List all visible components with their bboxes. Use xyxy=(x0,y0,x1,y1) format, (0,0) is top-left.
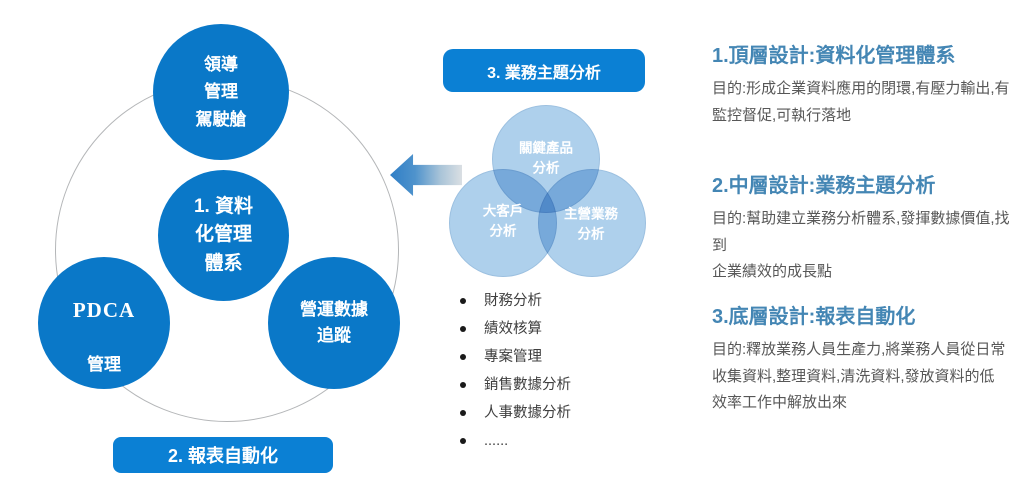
section-title: 2.中層設計:業務主題分析 xyxy=(712,175,936,197)
business-theme-analysis-header: 3. 業務主題分析 xyxy=(443,49,645,92)
list-item: 銷售數據分析 xyxy=(458,377,571,393)
node-data-management-system-label: 1. 資料 化管理 體系 xyxy=(193,195,254,274)
section-top-layer-design: 1.頂層設計:資料化管理體系 目的:形成企業資料應用的閉環,有壓力輸出,有 監控… xyxy=(712,43,1024,129)
left-arrow-icon xyxy=(390,154,462,196)
section-middle-layer-design: 2.中層設計:業務主題分析 目的:幫助建立業務分析體系,發揮數據價值,找到 企業… xyxy=(712,173,1024,286)
node-operations-data-tracking: 營運數據 追蹤 xyxy=(268,257,400,389)
section-bottom-layer-design: 3.底層設計:報表自動化 目的:釋放業務人員生產力,將業務人員從日常 收集資料,… xyxy=(712,304,1024,417)
node-pdca-management-label: PDCA 管理 xyxy=(73,269,135,377)
list-item: 人事數據分析 xyxy=(458,405,571,421)
venn-label-key-products: 關鍵產品 分析 xyxy=(519,140,573,175)
section-title: 3.底層設計:報表自動化 xyxy=(712,306,916,328)
list-item: 績效核算 xyxy=(458,321,571,337)
analysis-topics-list: 財務分析 績效核算 專案管理 銷售數據分析 人事數據分析 ...... xyxy=(458,293,571,461)
section-body: 目的:幫助建立業務分析體系,發揮數據價值,找到 企業績效的成長點 xyxy=(712,210,1010,281)
node-leadership-cockpit: 領導 管理 駕駛艙 xyxy=(153,24,289,160)
list-item: ...... xyxy=(458,433,571,449)
section-body: 目的:釋放業務人員生產力,將業務人員從日常 收集資料,整理資料,清洗資料,發放資… xyxy=(712,341,1006,412)
venn-label-main-business: 主營業務 分析 xyxy=(564,206,618,241)
venn-circle-main-business xyxy=(538,169,646,277)
section-title: 1.頂層設計:資料化管理體系 xyxy=(712,45,956,67)
node-data-management-system: 1. 資料 化管理 體系 xyxy=(158,170,289,301)
section-body: 目的:形成企業資料應用的閉環,有壓力輸出,有 監控督促,可執行落地 xyxy=(712,80,1010,124)
business-theme-analysis-header-label: 3. 業務主題分析 xyxy=(487,64,601,82)
node-pdca-management: PDCA 管理 xyxy=(38,257,170,389)
node-operations-data-tracking-label: 營運數據 追蹤 xyxy=(300,299,368,345)
pdca-acronym: PDCA xyxy=(72,297,136,322)
report-automation-bar-label: 2. 報表自動化 xyxy=(167,446,278,466)
node-leadership-cockpit-label: 領導 管理 駕駛艙 xyxy=(195,55,247,129)
list-item: 財務分析 xyxy=(458,293,571,309)
report-automation-bar: 2. 報表自動化 xyxy=(113,437,333,473)
venn-label-major-customers: 大客戶 分析 xyxy=(482,203,524,238)
pdca-label-text: 管理 xyxy=(86,354,121,374)
list-item: 專案管理 xyxy=(458,349,571,365)
